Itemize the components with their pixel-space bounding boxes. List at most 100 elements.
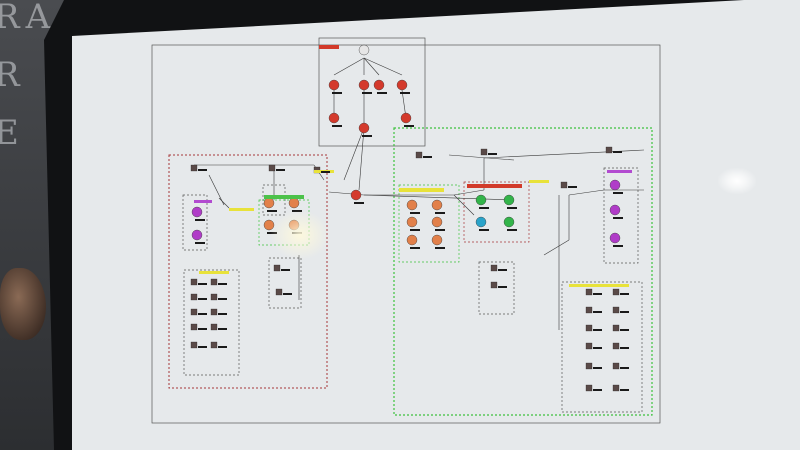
- right-cluster-box: [393, 127, 653, 416]
- redaction-bar-sq-4: [488, 153, 497, 155]
- person-node-21: [475, 194, 487, 206]
- redaction-bar-sq-8: [218, 283, 227, 285]
- redaction-bar-sq-7: [198, 283, 207, 285]
- top-cluster-box: [318, 37, 426, 147]
- connector-23: [218, 197, 230, 209]
- connector-26: [453, 194, 475, 216]
- label-bar-5: [607, 170, 632, 173]
- connector-2: [363, 57, 380, 76]
- person-icon-25: [585, 324, 593, 332]
- redaction-bar-sq-23: [593, 311, 602, 313]
- redaction-bar-20: [479, 207, 489, 209]
- redaction-bar-17: [435, 229, 445, 231]
- redaction-bar-23: [507, 229, 517, 231]
- person-icon-0: [190, 164, 198, 172]
- person-icon-7: [190, 278, 198, 286]
- redaction-bar-sq-25: [593, 329, 602, 331]
- person-icon-20: [490, 281, 498, 289]
- person-node-5: [328, 112, 340, 124]
- person-icon-8: [210, 278, 218, 286]
- group-box-5: [398, 184, 460, 263]
- person-node-22: [503, 194, 515, 206]
- presenter-hand: [0, 268, 46, 340]
- redaction-bar-sq-11: [198, 313, 207, 315]
- person-icon-4: [480, 148, 488, 156]
- person-icon-28: [612, 342, 620, 350]
- person-icon-17: [273, 264, 281, 272]
- person-node-27: [609, 232, 621, 244]
- redaction-bar-2: [377, 92, 387, 94]
- redaction-bar-3: [400, 92, 410, 94]
- group-box-9: [561, 281, 643, 413]
- redaction-bar-sq-10: [218, 298, 227, 300]
- person-node-24: [503, 216, 515, 228]
- redaction-bar-sq-24: [620, 311, 629, 313]
- person-icon-24: [612, 306, 620, 314]
- redaction-bar-sq-3: [423, 156, 432, 158]
- person-node-4: [396, 79, 408, 91]
- redaction-bar-16: [410, 229, 420, 231]
- light-flare: [718, 168, 756, 194]
- outer-border: [151, 44, 661, 424]
- redaction-bar-24: [613, 192, 623, 194]
- connector-15: [453, 189, 485, 196]
- connector-20: [568, 189, 605, 196]
- label-bar-1: [229, 208, 254, 211]
- redaction-bar-18: [410, 247, 420, 249]
- person-node-17: [406, 216, 418, 228]
- redaction-bar-sq-27: [593, 347, 602, 349]
- person-icon-15: [190, 341, 198, 349]
- redaction-bar-13: [195, 242, 205, 244]
- person-icon-13: [190, 323, 198, 331]
- label-bar-6: [194, 200, 212, 203]
- person-icon-12: [210, 308, 218, 316]
- redaction-bar-12: [195, 219, 205, 221]
- label-bar-8: [569, 284, 629, 287]
- redaction-bar-19: [435, 247, 445, 249]
- group-box-0: [182, 194, 208, 251]
- redaction-bar-22: [479, 229, 489, 231]
- redaction-bar-sq-18: [283, 293, 292, 295]
- person-icon-10: [210, 293, 218, 301]
- person-node-6: [358, 122, 370, 134]
- person-node-2: [358, 79, 370, 91]
- redaction-bar-sq-22: [620, 293, 629, 295]
- label-bar-3: [399, 188, 444, 192]
- person-node-16: [431, 199, 443, 211]
- person-icon-32: [612, 384, 620, 392]
- connector-3: [363, 57, 403, 76]
- person-icon-18: [275, 288, 283, 296]
- person-node-26: [609, 204, 621, 216]
- connector-25: [363, 194, 515, 201]
- connector-11: [208, 174, 225, 206]
- redaction-bar-sq-9: [198, 298, 207, 300]
- person-node-7: [400, 112, 412, 124]
- redaction-bar-sq-29: [593, 367, 602, 369]
- wall-logo-letters: RA R E: [0, 0, 57, 153]
- redaction-bar-26: [613, 245, 623, 247]
- person-node-15: [406, 199, 418, 211]
- person-node-10: [288, 197, 300, 209]
- connector-8: [358, 127, 365, 191]
- person-node-23: [475, 216, 487, 228]
- person-node-18: [431, 216, 443, 228]
- person-icon-14: [210, 323, 218, 331]
- person-node-3: [373, 79, 385, 91]
- redaction-bar-sq-1: [276, 169, 285, 171]
- person-icon-22: [612, 288, 620, 296]
- redaction-bar-7: [354, 202, 364, 204]
- redaction-bar-sq-13: [198, 328, 207, 330]
- redaction-bar-sq-31: [593, 389, 602, 391]
- person-icon-27: [585, 342, 593, 350]
- redaction-bar-sq-26: [620, 329, 629, 331]
- person-node-20: [431, 234, 443, 246]
- connector-24: [448, 154, 515, 161]
- person-icon-5: [560, 181, 568, 189]
- person-icon-9: [190, 293, 198, 301]
- redaction-bar-sq-32: [620, 389, 629, 391]
- redaction-bar-sq-0: [198, 169, 207, 171]
- group-box-8: [603, 167, 639, 264]
- group-box-6: [463, 181, 530, 243]
- redaction-bar-1: [362, 92, 372, 94]
- redaction-bar-sq-5: [568, 186, 577, 188]
